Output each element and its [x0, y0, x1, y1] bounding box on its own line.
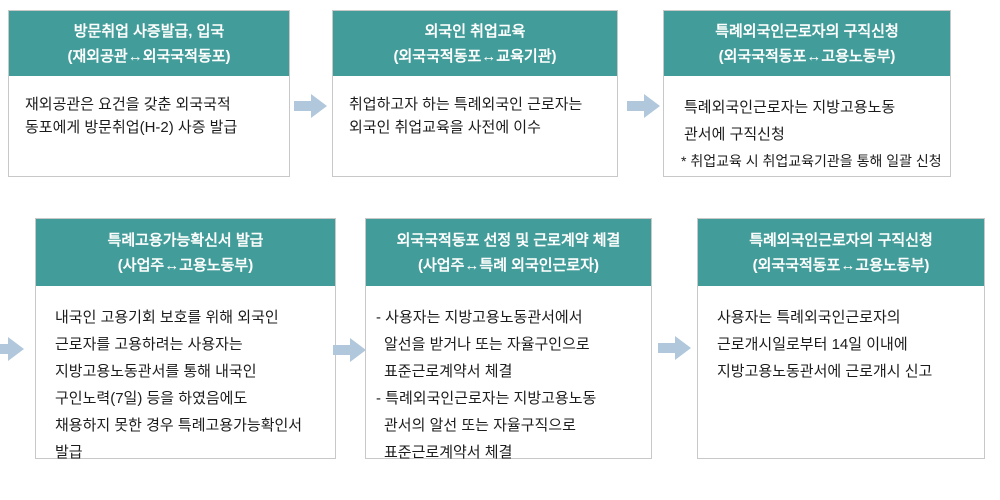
body-line: 발급: [55, 444, 83, 461]
box-body: 내국인 고용기회 보호를 위해 외국인 근로자를 고용하려는 사용자는 지방고용…: [36, 286, 335, 466]
box-body: 재외공관은 요건을 갖춘 외국국적 동포에게 방문취업(H-2) 사증 발급: [9, 76, 289, 139]
box-header: 특례고용가능확신서 발급 (사업주↔고용노동부): [36, 219, 335, 286]
body-line: - 특례외국인근로자는 지방고용노동: [376, 390, 597, 407]
flow-arrow-right-icon: [333, 338, 366, 362]
body-line: 채용하지 못한 경우 특례고용가능확인서: [55, 417, 303, 434]
body-note-line: * 취업교육 시 취업교육기관을 통해 일괄 신청: [681, 153, 942, 169]
box-header-line2: (사업주↔특례 외국인근로자): [418, 256, 599, 274]
body-line: 지방고용노동관서를 통해 내국인: [55, 363, 257, 380]
flow-arrow-right-icon: [294, 94, 327, 118]
box-header-line2: (외국국적동포↔교육기관): [393, 47, 557, 65]
box-header-line1: 특례외국인근로자의 구직신청: [749, 231, 933, 249]
box-body: 특례외국인근로자는 지방고용노동 관서에 구직신청 * 취업교육 시 취업교육기…: [664, 76, 950, 175]
box-header-line1: 특례외국인근로자의 구직신청: [715, 22, 899, 40]
flow-arrow-right-icon: [0, 337, 24, 361]
box-body: 취업하고자 하는 특례외국인 근로자는 외국인 취업교육을 사전에 이수: [333, 76, 617, 139]
body-line: 특례외국인근로자는 지방고용노동: [684, 99, 896, 116]
box-header: 특례외국인근로자의 구직신청 (외국국적동포↔고용노동부): [664, 11, 950, 76]
box-header: 외국인 취업교육 (외국국적동포↔교육기관): [333, 11, 617, 76]
body-line: 구인노력(7일) 등을 하였음에도: [55, 390, 248, 407]
body-line: 외국인 취업교육을 사전에 이수: [349, 119, 541, 136]
flow-arrow-right-icon: [658, 336, 691, 360]
box-header: 방문취업 사증발급, 입국 (재외공관↔외국국적동포): [9, 11, 289, 76]
body-line: 취업하고자 하는 특례외국인 근로자는: [349, 96, 583, 113]
box-header-line1: 외국국적동포 선정 및 근로계약 체결: [396, 231, 621, 249]
body-line: 관서의 알선 또는 자율구직으로: [384, 417, 576, 434]
box-header-line1: 특례고용가능확신서 발급: [107, 231, 264, 249]
body-line: 관서에 구직신청: [684, 126, 785, 143]
body-line: 재외공관은 요건을 갖춘 외국국적: [25, 96, 231, 113]
box-visa-issuance-entry: 방문취업 사증발급, 입국 (재외공관↔외국국적동포) 재외공관은 요건을 갖춘…: [8, 10, 290, 177]
box-header-line2: (사업주↔고용노동부): [117, 256, 254, 274]
flow-arrow-right-icon: [627, 94, 660, 118]
box-foreigner-employment-training: 외국인 취업교육 (외국국적동포↔교육기관) 취업하고자 하는 특례외국인 근로…: [332, 10, 618, 177]
body-line: 근로개시일로부터 14일 이내에: [717, 336, 908, 353]
box-job-application-worker: 특례외국인근로자의 구직신청 (외국국적동포↔고용노동부) 특례외국인근로자는 …: [663, 10, 951, 177]
body-line: 지방고용노동관서에 근로개시 신고: [717, 363, 933, 380]
box-special-employment-certificate: 특례고용가능확신서 발급 (사업주↔고용노동부) 내국인 고용기회 보호를 위해…: [35, 218, 336, 461]
box-body: - 사용자는 지방고용노동관서에서 알선을 받거나 또는 자율구인으로 표준근로…: [366, 286, 651, 466]
box-header-line1: 외국인 취업교육: [424, 22, 526, 40]
body-line: - 사용자는 지방고용노동관서에서: [376, 309, 583, 326]
body-line: 표준근로계약서 체결: [384, 444, 513, 461]
body-line: 근로자를 고용하려는 사용자는: [55, 336, 243, 353]
box-header-line2: (재외공관↔외국국적동포): [67, 47, 231, 65]
box-header: 특례외국인근로자의 구직신청 (외국국적동포↔고용노동부): [698, 219, 984, 286]
body-line: 표준근로계약서 체결: [384, 363, 513, 380]
box-selection-labor-contract: 외국국적동포 선정 및 근로계약 체결 (사업주↔특례 외국인근로자) - 사용…: [365, 218, 652, 461]
box-header-line1: 방문취업 사증발급, 입국: [73, 22, 225, 40]
body-line: 알선을 받거나 또는 자율구인으로: [384, 336, 590, 353]
box-body: 사용자는 특례외국인근로자의 근로개시일로부터 14일 이내에 지방고용노동관서…: [698, 286, 984, 385]
box-header-line2: (외국국적동포↔고용노동부): [718, 47, 896, 65]
box-header: 외국국적동포 선정 및 근로계약 체결 (사업주↔특례 외국인근로자): [366, 219, 651, 286]
box-work-start-report: 특례외국인근로자의 구직신청 (외국국적동포↔고용노동부) 사용자는 특례외국인…: [697, 218, 985, 459]
body-line: 내국인 고용기회 보호를 위해 외국인: [55, 309, 279, 326]
body-line: 사용자는 특례외국인근로자의: [717, 309, 901, 326]
box-header-line2: (외국국적동포↔고용노동부): [752, 256, 930, 274]
body-line: 동포에게 방문취업(H-2) 사증 발급: [25, 119, 238, 136]
